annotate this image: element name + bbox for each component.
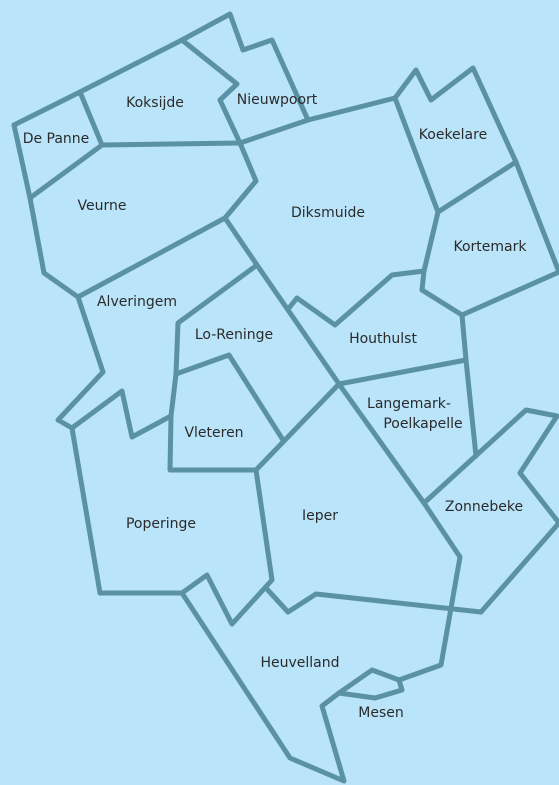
border-veurne-alveringem: [75, 215, 228, 300]
border-koekelare-kortemark: [435, 159, 519, 215]
border-alveringem-south: [69, 388, 174, 440]
border-ieper-heuvelland: [263, 585, 484, 615]
label-houthulst: Houthulst: [349, 331, 417, 347]
border-houthulst-langemark: [336, 357, 469, 387]
label-diksmuide: Diksmuide: [291, 205, 365, 221]
label-vleteren: Vleteren: [184, 425, 243, 441]
border-mesen: [336, 667, 405, 701]
border-kortemark-west: [419, 209, 441, 293]
border-koekelare-north: [392, 65, 559, 275]
label-alveringem: Alveringem: [97, 294, 177, 310]
border-diksmuide-houthulst: [286, 268, 427, 328]
label-ieper: Ieper: [302, 508, 338, 524]
label-nieuwpoort: Nieuwpoort: [237, 92, 318, 108]
border-heuvelland-west: [179, 590, 347, 784]
border-vleteren: [173, 352, 286, 443]
municipality-labels: De Panne Koksijde Nieuwpoort Koekelare V…: [23, 92, 528, 721]
label-koksijde: Koksijde: [126, 95, 184, 111]
label-langemark-poelkapelle-line2: Poelkapelle: [383, 416, 462, 432]
border-depanne-koksijde: [77, 89, 105, 148]
border-vleteren-west: [167, 371, 259, 473]
label-zonnebeke: Zonnebeke: [445, 499, 523, 515]
border-depanne-veurne: [27, 142, 105, 201]
border-koksijde-nieuwpoort: [179, 37, 243, 146]
label-langemark-poelkapelle-line1: Langemark-: [367, 396, 451, 412]
border-poperinge-ieper: [179, 467, 275, 627]
border-west: [11, 122, 185, 596]
border-koksijde-veurne: [99, 140, 243, 148]
border-nieuwpoort-diksmuide: [237, 95, 398, 146]
border-koekelare-diksmuide: [392, 95, 441, 215]
municipality-borders: [11, 11, 559, 784]
label-veurne: Veurne: [78, 198, 127, 214]
label-kortemark: Kortemark: [454, 239, 528, 255]
label-heuvelland: Heuvelland: [260, 655, 339, 671]
border-veurne-diksmuide: [222, 140, 259, 221]
label-mesen: Mesen: [358, 705, 403, 721]
border-houthulst-east: [459, 312, 479, 459]
border-lo-reninge-north: [173, 262, 260, 377]
border-zonnebeke: [421, 407, 559, 615]
label-poperinge: Poperinge: [126, 516, 196, 532]
label-lo-reninge: Lo-Reninge: [195, 327, 273, 343]
border-kortemark-south: [419, 269, 559, 318]
label-de-panne: De Panne: [23, 131, 90, 147]
label-koekelare: Koekelare: [419, 127, 487, 143]
border-heuvelland-east: [396, 554, 463, 683]
border-langemark-ieper: [253, 381, 342, 473]
